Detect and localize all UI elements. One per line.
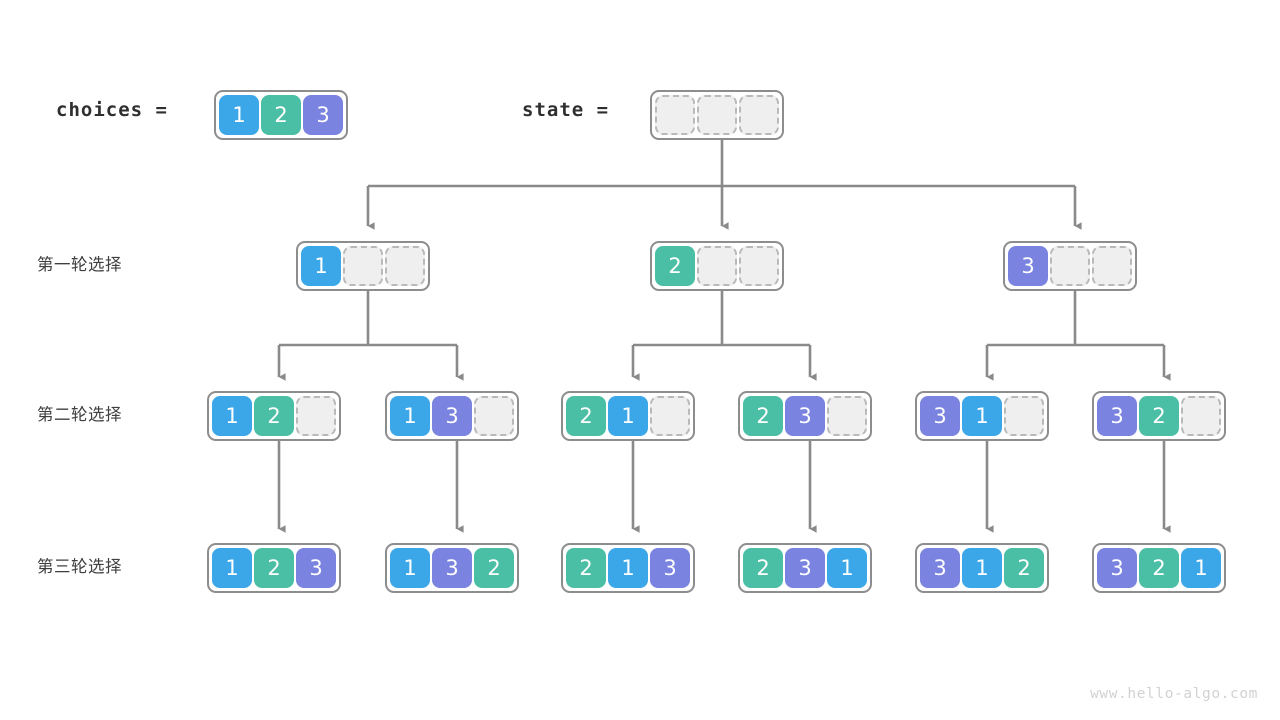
array-cell-empty — [343, 246, 383, 286]
array-cell-empty — [1181, 396, 1221, 436]
row-label-round-3: 第三轮选择 — [37, 558, 122, 576]
row-label-round-2: 第二轮选择 — [37, 406, 122, 424]
array-cell-empty — [385, 246, 425, 286]
array-cell-value: 1 — [390, 396, 430, 436]
array-cell-value: 3 — [1097, 548, 1137, 588]
array-cell-value: 1 — [219, 95, 259, 135]
array-cell-empty — [1004, 396, 1044, 436]
array-cell-value: 2 — [1004, 548, 1044, 588]
site-watermark: www.hello-algo.com — [1090, 686, 1258, 702]
array-cell-empty — [739, 246, 779, 286]
array-cell-value: 2 — [1139, 396, 1179, 436]
array-cell-value: 2 — [254, 548, 294, 588]
array-cell-empty — [474, 396, 514, 436]
state-array — [650, 90, 784, 140]
array-cell-value: 2 — [254, 396, 294, 436]
array-cell-value: 1 — [827, 548, 867, 588]
array-cell-value: 1 — [608, 396, 648, 436]
array-cell-empty — [739, 95, 779, 135]
array-cell-value: 2 — [474, 548, 514, 588]
array-cell-value: 1 — [212, 548, 252, 588]
array-cell-value: 1 — [1181, 548, 1221, 588]
array-cell-value: 2 — [566, 396, 606, 436]
array-cell-value: 3 — [432, 396, 472, 436]
choices-caption: choices = — [56, 99, 168, 121]
tree-node-r1-c2: 2 — [650, 241, 784, 291]
array-cell-value: 3 — [650, 548, 690, 588]
array-cell-empty — [697, 246, 737, 286]
tree-node-r1-c3: 3 — [1003, 241, 1137, 291]
array-cell-empty — [650, 396, 690, 436]
array-cell-empty — [827, 396, 867, 436]
row-label-round-1: 第一轮选择 — [37, 256, 122, 274]
array-cell-empty — [296, 396, 336, 436]
array-cell-empty — [1050, 246, 1090, 286]
array-cell-value: 3 — [1008, 246, 1048, 286]
array-cell-value: 1 — [608, 548, 648, 588]
array-cell-value: 1 — [301, 246, 341, 286]
array-cell-value: 1 — [212, 396, 252, 436]
tree-node-r1-c1: 1 — [296, 241, 430, 291]
array-cell-value: 2 — [1139, 548, 1179, 588]
state-caption: state = — [522, 99, 610, 121]
array-cell-value: 2 — [566, 548, 606, 588]
array-cell-value: 3 — [303, 95, 343, 135]
array-cell-value: 3 — [920, 548, 960, 588]
array-cell-value: 1 — [962, 396, 1002, 436]
array-cell-value: 2 — [743, 396, 783, 436]
array-cell-value: 1 — [962, 548, 1002, 588]
array-cell-value: 3 — [1097, 396, 1137, 436]
array-cell-value: 3 — [296, 548, 336, 588]
array-cell-value: 3 — [920, 396, 960, 436]
array-cell-value: 3 — [785, 548, 825, 588]
array-cell-value: 3 — [785, 396, 825, 436]
array-cell-value: 2 — [655, 246, 695, 286]
array-cell-empty — [697, 95, 737, 135]
array-cell-empty — [655, 95, 695, 135]
array-cell-value: 2 — [743, 548, 783, 588]
array-cell-empty — [1092, 246, 1132, 286]
array-cell-value: 1 — [390, 548, 430, 588]
array-cell-value: 3 — [432, 548, 472, 588]
array-cell-value: 2 — [261, 95, 301, 135]
